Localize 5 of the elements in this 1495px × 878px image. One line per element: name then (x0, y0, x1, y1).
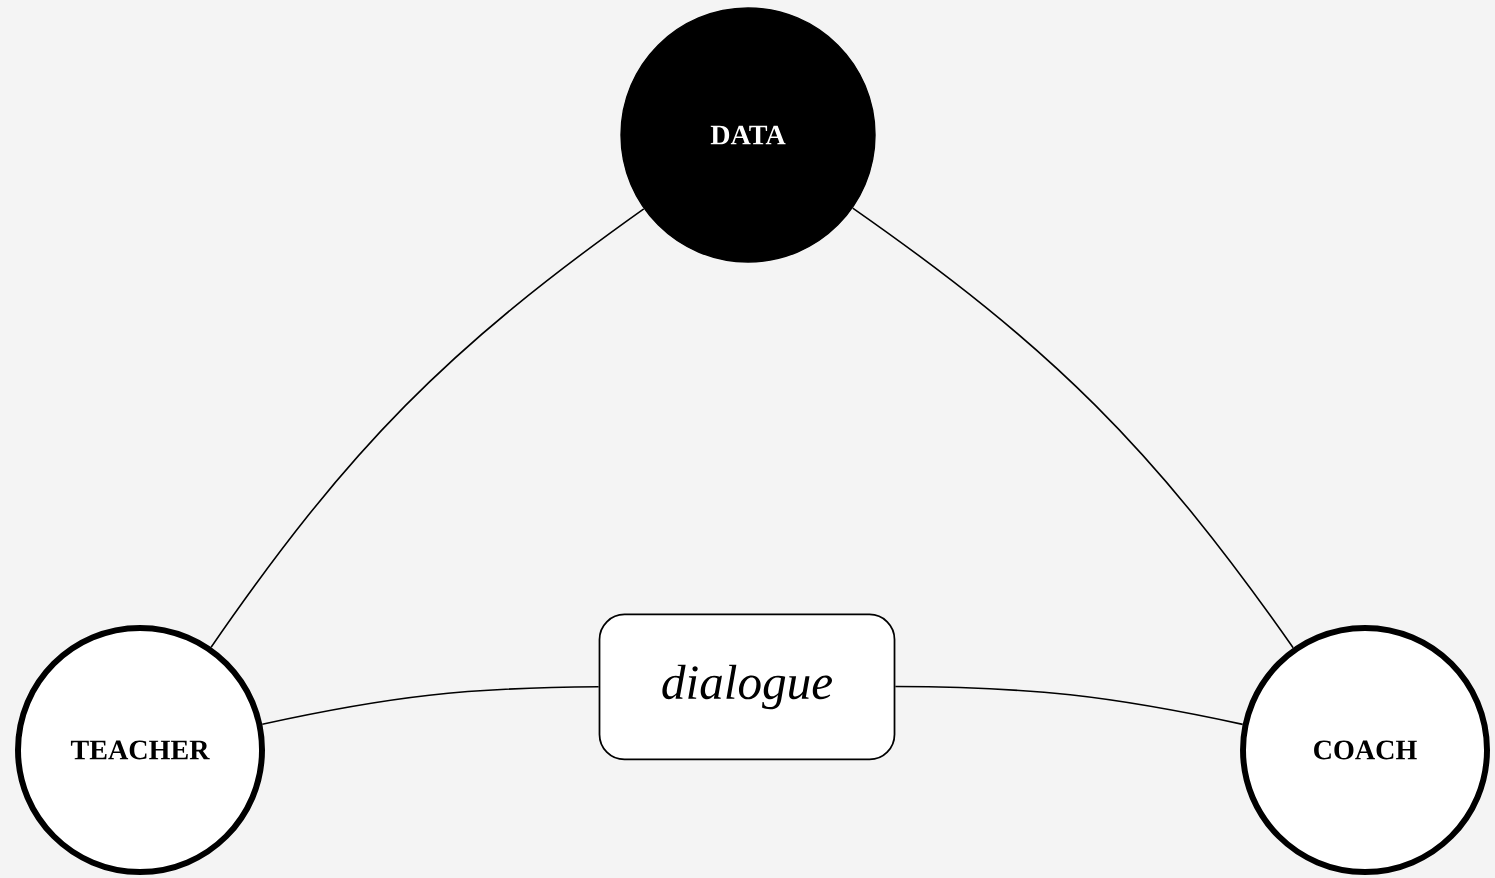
connector-line (261, 686, 600, 725)
connector-line (894, 685, 1244, 726)
connector-line (851, 207, 1294, 649)
dialogue-box: dialogue (598, 613, 896, 761)
connector-line (210, 208, 645, 648)
